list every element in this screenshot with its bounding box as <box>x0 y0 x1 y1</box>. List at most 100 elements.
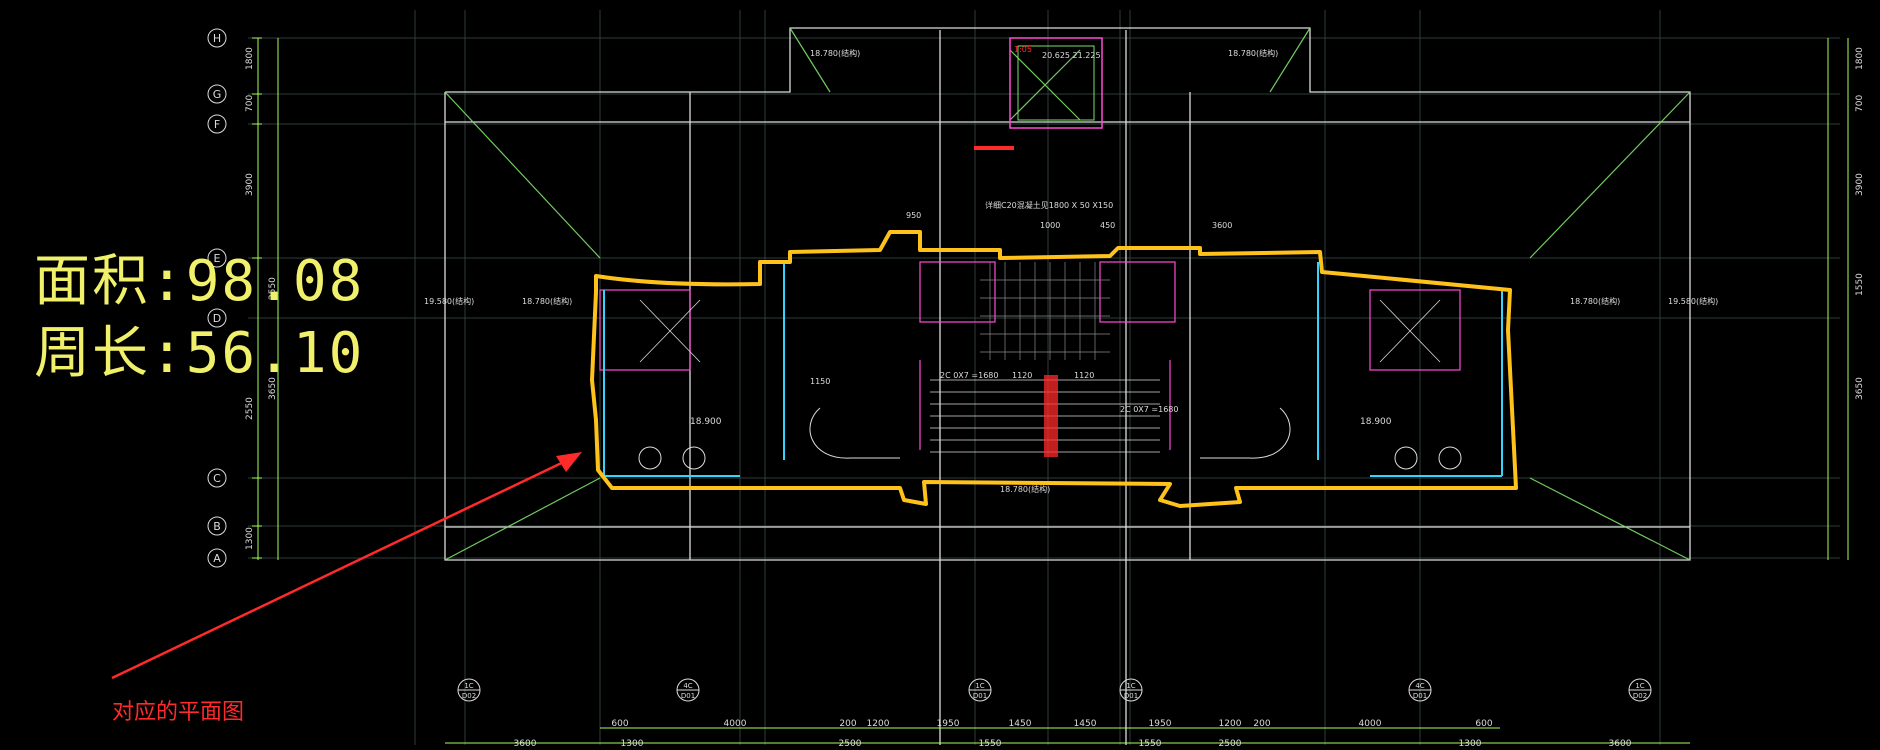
left-dim-4: 2550 <box>245 397 255 420</box>
dim-1150: 1150 <box>810 377 830 386</box>
section-marker-4-bottom: D01 <box>1124 692 1138 700</box>
room-level-right: 18.900 <box>1360 417 1392 427</box>
bottom-dimension-lines <box>445 727 1690 744</box>
bottom-dim-r2-8: 3600 <box>1609 739 1632 749</box>
section-marker-5-top: 4C <box>1415 682 1424 690</box>
bottom-dim-r1-11: 4000 <box>1359 719 1382 729</box>
bottom-dim-r2-6: 2500 <box>1219 739 1242 749</box>
axis-label-e: E <box>214 252 221 265</box>
section-marker-2-top: 4C <box>683 682 692 690</box>
bottom-dim-r1-2: 4000 <box>724 719 747 729</box>
axis-bubble-b[interactable]: B <box>207 516 227 536</box>
section-marker-texts: 1C D02 4C D01 1C D01 1C D01 4C D01 1C D0… <box>462 682 1647 700</box>
left-dim-5: 1300 <box>245 527 255 550</box>
dim-1000: 1000 <box>1040 221 1060 230</box>
section-marker-4-top: 1C <box>1126 682 1135 690</box>
left-dim-2: 700 <box>245 95 255 112</box>
section-marker-3[interactable] <box>968 678 992 702</box>
bottom-dim-r1-7: 1450 <box>1074 719 1097 729</box>
section-marker-1-bottom: D02 <box>462 692 476 700</box>
top-level-mark: 20.625 21.225 <box>1042 51 1101 60</box>
bottom-dim-r1-6: 1450 <box>1009 719 1032 729</box>
bottom-dimension-texts-row2: 3600 1300 2500 1550 1550 2500 1300 3600 <box>514 739 1632 749</box>
left-dim-1: 1800 <box>245 47 255 70</box>
level-inner-right: 18.780(结构) <box>1570 296 1620 306</box>
bottom-dim-r1-10: 200 <box>1253 719 1270 729</box>
bottom-dim-r2-5: 1550 <box>1139 739 1162 749</box>
section-marker-4[interactable] <box>1119 678 1143 702</box>
left-dim-3: 3900 <box>245 173 255 196</box>
background-grid <box>248 10 1840 745</box>
level-top-left: 18.780(结构) <box>810 48 860 58</box>
roof-hatch-box: 1:05 20.625 21.225 <box>974 37 1103 150</box>
bottom-dim-r2-2: 1300 <box>621 739 644 749</box>
axis-label-g: G <box>213 88 222 101</box>
dim-950: 950 <box>906 211 921 220</box>
area-measurement-label: 面积:98.08 <box>34 249 365 314</box>
right-dim-2: 700 <box>1855 95 1865 112</box>
axis-bubble-f[interactable]: F <box>207 114 227 134</box>
section-marker-5[interactable] <box>1408 678 1432 702</box>
section-marker-2[interactable] <box>676 678 700 702</box>
left-dimension-texts: 1800 700 3900 2550 1300 3650 2550 <box>245 47 278 550</box>
axis-bubble-e[interactable]: E <box>207 248 227 268</box>
right-dimension-chain <box>1827 38 1849 560</box>
axis-bubble-d[interactable]: D <box>207 308 227 328</box>
bottom-dim-r1-3: 200 <box>839 719 856 729</box>
roof-diagonals <box>444 27 1691 561</box>
bottom-dim-r1-9: 1200 <box>1219 719 1242 729</box>
section-marker-3-bottom: D01 <box>973 692 987 700</box>
bottom-dim-r2-4: 1550 <box>979 739 1002 749</box>
bottom-dim-r1-4: 1200 <box>867 719 890 729</box>
level-right: 19.580(结构) <box>1668 296 1718 306</box>
section-marker-6-bottom: D02 <box>1633 692 1647 700</box>
annotation-arrow <box>111 452 582 680</box>
level-inner-left: 18.780(结构) <box>522 296 572 306</box>
axis-bubble-a[interactable]: A <box>207 548 227 568</box>
section-marker-6[interactable] <box>1628 678 1652 702</box>
top-note: 详细C20混凝土见1800 X 50 X150 <box>985 200 1113 210</box>
bottom-dim-r2-3: 2500 <box>839 739 862 749</box>
section-marker-2-bottom: D01 <box>681 692 695 700</box>
left-dimension-chain <box>252 37 279 560</box>
right-dim-1: 1800 <box>1855 47 1865 70</box>
outer-building-outline <box>444 27 1691 745</box>
dim-450: 450 <box>1100 221 1115 230</box>
stair-label-right: 2C 0X7 =1680 <box>1120 405 1178 414</box>
section-marker-6-top: 1C <box>1635 682 1644 690</box>
dim-1120-a: 1120 <box>1012 371 1032 380</box>
stair-label-left: 2C 0X7 =1680 <box>940 371 998 380</box>
row-axis-bubbles: H G F E D C B A <box>207 28 227 568</box>
axis-label-h: H <box>213 32 221 45</box>
dim-3600: 3600 <box>1212 221 1232 230</box>
level-top-right: 18.780(结构) <box>1228 48 1278 58</box>
left-dim-7: 2550 <box>268 277 278 300</box>
right-dimension-texts: 1800 700 3900 1550 3650 <box>1855 47 1865 400</box>
bottom-dim-r2-1: 3600 <box>514 739 537 749</box>
axis-label-b: B <box>213 520 221 533</box>
axis-label-c: C <box>213 472 221 485</box>
axis-bubble-c[interactable]: C <box>207 468 227 488</box>
bottom-dim-r1-8: 1950 <box>1149 719 1172 729</box>
floor-plan: 18.900 18.900 2C 0X7 =1680 2C 0X7 =1680 … <box>599 211 1503 477</box>
section-marker-1[interactable] <box>457 678 481 702</box>
axis-label-f: F <box>214 118 220 131</box>
top-small-mark: 1:05 <box>1014 45 1032 54</box>
section-marker-1-top: 1C <box>464 682 473 690</box>
level-bottom-center: 18.780(结构) <box>1000 484 1050 494</box>
right-dim-5: 3650 <box>1855 377 1865 400</box>
right-dim-3: 3900 <box>1855 173 1865 196</box>
axis-label-d: D <box>213 312 221 325</box>
dim-1120-b: 1120 <box>1074 371 1094 380</box>
bottom-dim-r1-5: 1950 <box>937 719 960 729</box>
section-marker-5-bottom: D01 <box>1413 692 1427 700</box>
room-level-left: 18.900 <box>690 417 722 427</box>
annotation-text: 对应的平面图 <box>112 700 245 725</box>
left-dim-6: 3650 <box>268 377 278 400</box>
axis-bubble-h[interactable]: H <box>207 28 227 48</box>
highlighted-area-outline[interactable] <box>590 230 1518 508</box>
axis-bubble-g[interactable]: G <box>207 84 227 104</box>
axis-label-a: A <box>213 552 221 565</box>
section-markers <box>457 678 1652 702</box>
